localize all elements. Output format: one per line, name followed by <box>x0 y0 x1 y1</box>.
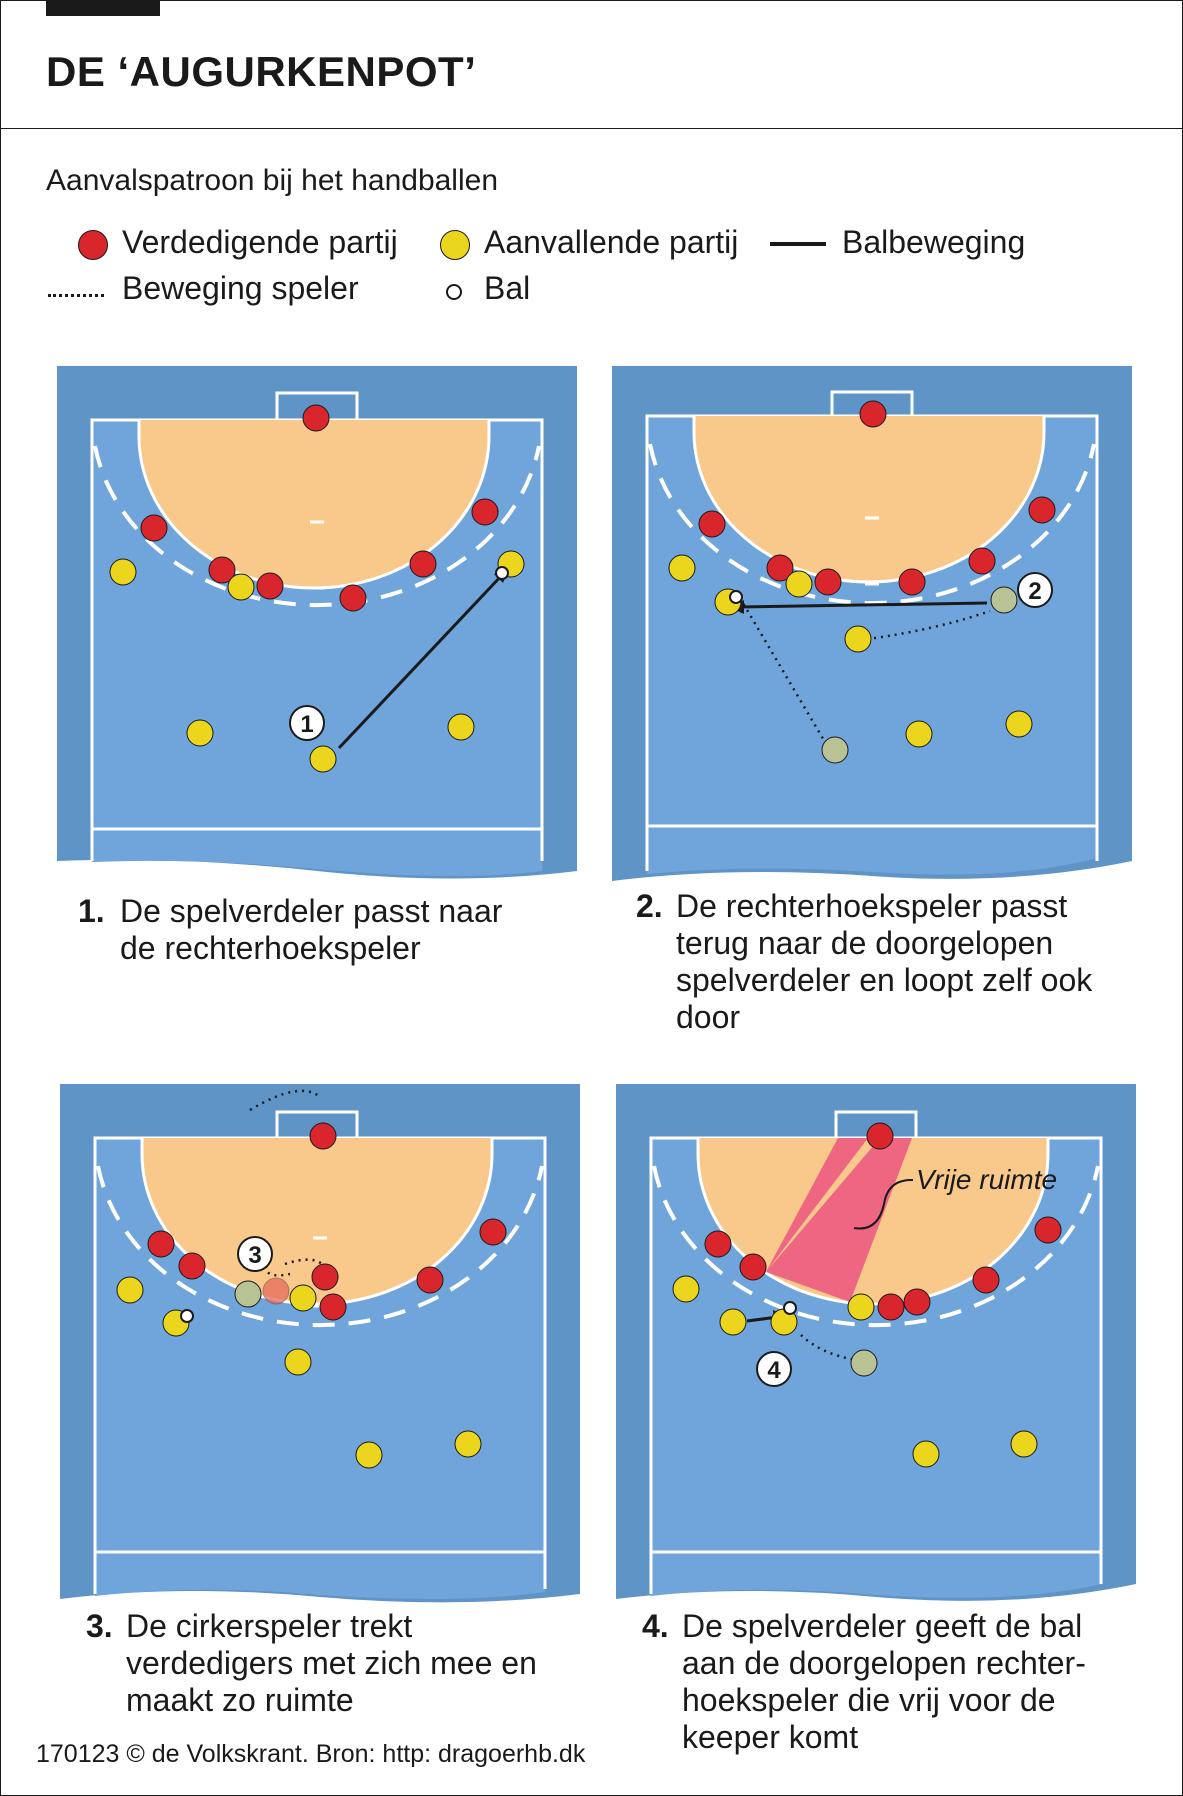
step-4-caption: De spelverdeler geeft de bal aan de door… <box>682 1608 1086 1755</box>
top-accent-bar <box>46 0 160 16</box>
court-step-1: 1 <box>57 366 577 879</box>
step-3-number: 3. <box>86 1608 113 1644</box>
step-2-marker: 2 <box>1028 578 1041 605</box>
step-2-caption: De rechterhoekspeler passt terug naar de… <box>676 888 1093 1035</box>
title-divider <box>0 128 1183 129</box>
step-4-number: 4. <box>642 1608 669 1644</box>
court-step-2: 2 <box>612 366 1132 881</box>
legend-ball-label: Bal <box>484 270 531 306</box>
subtitle: Aanvalspatroon bij het handballen <box>46 164 499 197</box>
free-space-annotation: Vrije ruimte <box>916 1164 1057 1195</box>
solid-line-legend-icon <box>770 242 826 246</box>
step-1-marker: 1 <box>300 711 313 738</box>
page-title: DE ‘AUGURKENPOT’ <box>46 48 477 95</box>
step-3-caption: De cirkerspeler trekt verdedigers met zi… <box>126 1608 537 1718</box>
legend-ball-movement-label: Balbeweging <box>842 224 1026 260</box>
dotted-line-legend-icon <box>48 294 104 297</box>
step-4-marker: 4 <box>767 1357 781 1384</box>
legend-attacking-label: Aanvallende partij <box>484 224 739 260</box>
ball-legend-icon <box>446 284 462 300</box>
step-2-number: 2. <box>636 888 663 924</box>
defender-legend-icon <box>78 230 108 260</box>
legend-player-movement-label: Beweging speler <box>122 270 359 306</box>
step-1-caption: De spelverdeler passt naar de rechterhoe… <box>120 893 503 966</box>
step-1-number: 1. <box>78 893 105 929</box>
source-credit: 170123 © de Volkskrant. Bron: http: drag… <box>36 1740 586 1768</box>
court-step-3: 3 <box>60 1084 580 1603</box>
court-step-4: Vrije ruimte 4 <box>616 1084 1136 1601</box>
attacker-legend-icon <box>440 230 470 260</box>
legend-defending-label: Verdedigende partij <box>122 224 398 260</box>
step-3-marker: 3 <box>248 1242 261 1269</box>
